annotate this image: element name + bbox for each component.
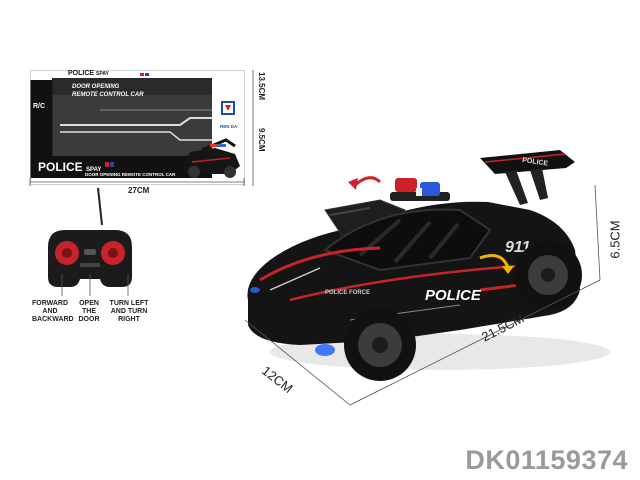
package-box-image bbox=[30, 70, 245, 185]
headlight-glow-icon bbox=[315, 344, 335, 356]
caption-open-door: OPEN THE DOOR bbox=[78, 300, 100, 324]
caption-forward-backward: FORWARD AND BACKWARD bbox=[32, 300, 74, 324]
package-title-line2: REMOTE CONTROL CAR bbox=[72, 92, 144, 98]
box-width-dimension-line bbox=[29, 178, 245, 186]
antenna-icon bbox=[97, 187, 103, 226]
door-button-icon bbox=[84, 249, 96, 255]
car-door-text: POLICE bbox=[425, 287, 482, 304]
package-title-line1: DOOR OPENING bbox=[72, 84, 120, 90]
car-side-text: POLICE FORCE bbox=[325, 290, 370, 296]
product-code: DK01159374 bbox=[465, 445, 628, 475]
caption-turn: TURN LEFT AND TURN RIGHT bbox=[109, 300, 149, 324]
box-height-dimension-line bbox=[252, 70, 254, 186]
rc-badge: R/C bbox=[33, 103, 46, 110]
remote-caption-leaders bbox=[61, 274, 129, 296]
box-depth-label: 13.5CM bbox=[257, 72, 266, 101]
box-car-image bbox=[180, 138, 240, 178]
police-car-image: 911 POLICE POLICE FORCE POLICE bbox=[247, 150, 610, 381]
police-light-bar-icon bbox=[390, 178, 450, 201]
car-height-label: 6.5CM bbox=[607, 220, 623, 259]
rear-wing-icon bbox=[480, 150, 575, 205]
door-open-arrow-2-icon bbox=[479, 254, 510, 269]
remote-control-image bbox=[48, 187, 132, 287]
package-brand-bottom: POLICE SPAY bbox=[38, 160, 102, 174]
door-open-arrow-icon bbox=[354, 176, 382, 187]
car-wing-text: POLICE bbox=[522, 157, 549, 168]
car-body bbox=[247, 201, 580, 345]
front-wheel-icon bbox=[344, 309, 416, 381]
package-brand-top: POLICE SPAY bbox=[68, 70, 109, 77]
box-width-label: 27CM bbox=[128, 186, 150, 195]
rear-wheel-icon bbox=[514, 241, 582, 309]
brand-logo-text: REN DA bbox=[220, 124, 238, 129]
car-dimension-lines bbox=[244, 184, 601, 406]
brand-logo-icon bbox=[221, 101, 235, 115]
package-bottom-line: DOOR OPENING REMOTE CONTROL CAR bbox=[85, 172, 176, 177]
